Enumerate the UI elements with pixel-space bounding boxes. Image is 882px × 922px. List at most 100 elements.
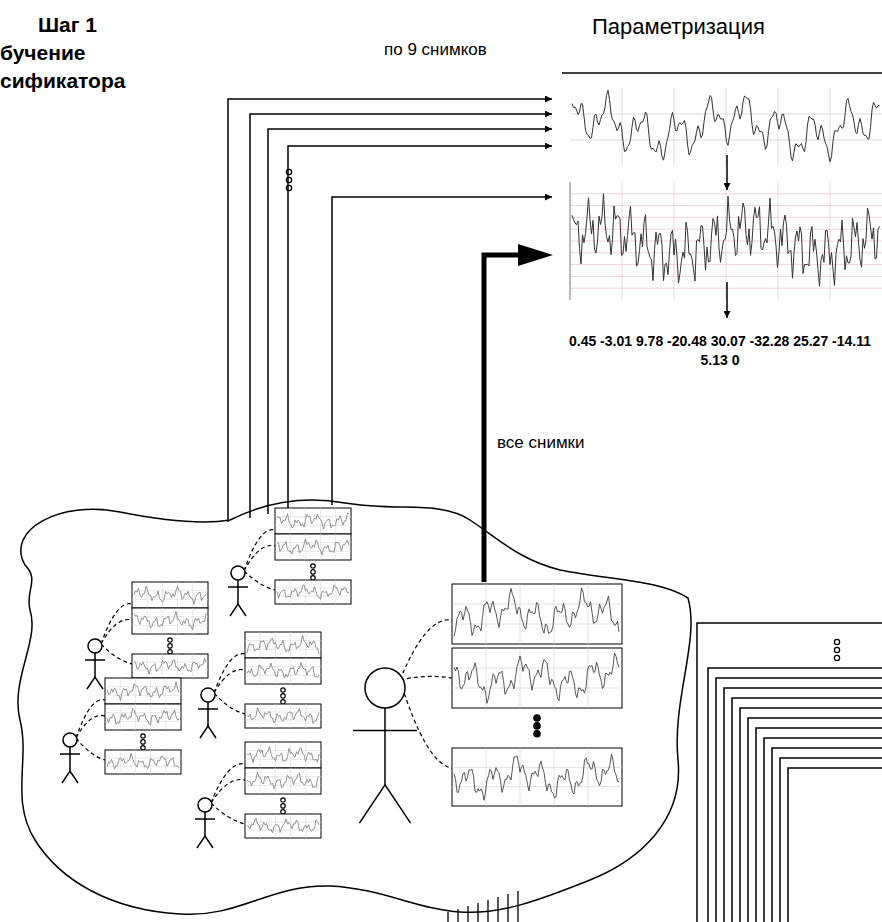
image-frame: [132, 654, 208, 678]
axis-line: [570, 182, 571, 300]
grid-line: [290, 704, 291, 728]
grid-line: [135, 704, 136, 730]
grid-line: [275, 588, 351, 589]
person-head: [201, 688, 215, 702]
signal-trace: [247, 772, 319, 789]
grid-line: [165, 704, 166, 730]
grid-line: [162, 608, 163, 634]
image-frame: [245, 742, 321, 768]
person-head: [63, 733, 77, 747]
grid-line: [105, 695, 181, 696]
grid-line: [150, 704, 151, 730]
ellipsis-dot: [168, 638, 172, 642]
ellipsis-dot: [281, 804, 285, 808]
grid-line: [132, 599, 208, 600]
signal-trace: [247, 662, 319, 678]
grid-line: [192, 582, 193, 608]
person-head: [88, 639, 102, 653]
step-heading: сификатора: [0, 68, 125, 93]
grid-line: [275, 742, 276, 768]
people-group: [60, 508, 622, 848]
header-rule: [562, 72, 882, 74]
grid-line: [588, 748, 589, 806]
input-arrows: [228, 99, 553, 582]
arrow-label: все снимки: [497, 433, 585, 453]
image-frame: [275, 534, 351, 560]
grid-line: [320, 534, 321, 560]
dashed-link: [101, 644, 132, 664]
grid-line: [177, 654, 178, 678]
ellipsis-dot: [534, 715, 540, 721]
ellipsis-dot: [311, 564, 315, 568]
dashed-link: [400, 620, 452, 680]
nested-line: [780, 758, 882, 922]
tick-line: [507, 894, 508, 922]
nested-line: [708, 668, 882, 922]
grid-line: [132, 590, 208, 591]
grid-line: [275, 596, 351, 597]
image-frame: [275, 580, 351, 604]
person-body: [94, 653, 96, 677]
signal-trace: [134, 612, 206, 630]
grid-line: [162, 654, 163, 678]
dashed-link: [76, 700, 105, 738]
grid-line: [105, 686, 181, 687]
dashed-link: [101, 604, 132, 644]
grid-line: [452, 604, 622, 605]
grid-line: [290, 508, 291, 534]
signal-trace: [134, 586, 206, 604]
grid-line: [260, 704, 261, 728]
person-head: [231, 566, 245, 580]
grid-line: [177, 608, 178, 634]
ellipsis-dot: [534, 723, 540, 729]
person-head: [198, 798, 212, 812]
grid-line: [135, 678, 136, 704]
grid-line: [260, 814, 261, 838]
arrow-label: по 9 снимков: [384, 40, 487, 60]
image-frame: [105, 750, 181, 774]
tick-line: [477, 903, 478, 922]
image-frame: [275, 508, 351, 534]
person-legs: [197, 836, 213, 848]
grid-line: [570, 193, 882, 194]
grid-line: [150, 750, 151, 774]
image-frame: [105, 678, 181, 704]
ellipsis-dot: [141, 746, 145, 750]
grid-line: [150, 678, 151, 704]
grid-line: [105, 758, 181, 759]
dashed-link: [400, 680, 452, 768]
grid-line: [305, 580, 306, 604]
ellipsis-dots: [286, 169, 839, 660]
dashed-link: [211, 779, 245, 803]
signal-trace: [572, 90, 880, 162]
person-head: [365, 668, 405, 708]
ellipsis-dot: [281, 810, 285, 814]
signal-trace: [134, 658, 206, 674]
dashed-link: [76, 715, 105, 738]
grid-line: [290, 768, 291, 794]
dashed-link: [244, 571, 275, 590]
dashed-link: [214, 669, 245, 693]
ellipsis-dot: [141, 740, 145, 744]
grid-line: [486, 748, 487, 806]
nested-line: [764, 738, 882, 922]
signal-trace: [454, 588, 619, 636]
ellipsis-dot: [311, 570, 315, 574]
grid-line: [245, 666, 321, 667]
grid-line: [305, 704, 306, 728]
grid-line: [570, 288, 882, 289]
person-body: [384, 708, 386, 785]
tick-line: [447, 912, 448, 922]
person-legs: [230, 604, 246, 616]
ellipsis-dot: [168, 650, 172, 654]
tick-line: [467, 906, 468, 922]
person-arm: [195, 818, 215, 820]
ellipsis-dot: [281, 694, 285, 698]
signal-trace: [277, 513, 349, 529]
grid-line: [275, 814, 276, 838]
grid-line: [305, 742, 306, 768]
grid-line: [275, 658, 276, 684]
image-frame: [105, 704, 181, 730]
dashed-link: [244, 530, 275, 571]
ellipsis-dot: [534, 731, 540, 737]
